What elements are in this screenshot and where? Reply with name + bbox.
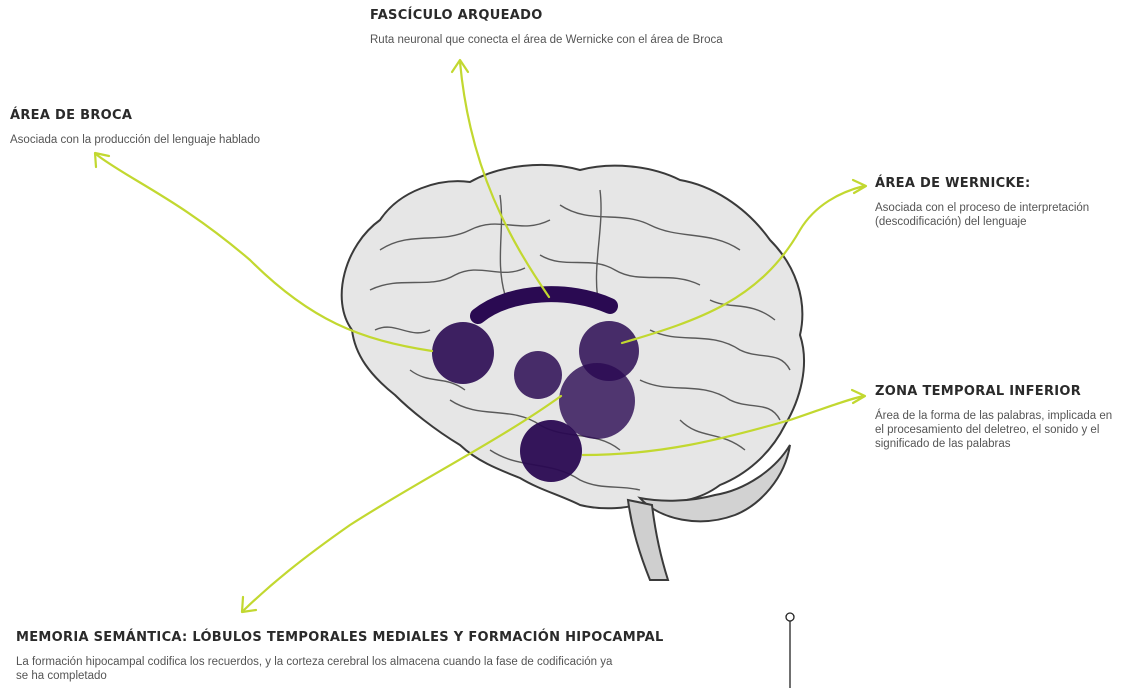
label-temporal: ZONA TEMPORAL INFERIOR Área de la forma …	[875, 384, 1115, 451]
temporal-text: Área de la forma de las palabras, implic…	[875, 409, 1115, 451]
label-fasciculo: FASCÍCULO ARQUEADO Ruta neuronal que con…	[370, 8, 790, 47]
wernicke-title: ÁREA DE WERNICKE:	[875, 176, 1137, 191]
label-wernicke: ÁREA DE WERNICKE: Asociada con el proces…	[875, 176, 1137, 229]
fasciculo-text: Ruta neuronal que conecta el área de Wer…	[370, 33, 790, 47]
label-memoria: MEMORIA SEMÁNTICA: LÓBULOS TEMPORALES ME…	[16, 630, 716, 683]
broca-title: ÁREA DE BROCA	[10, 108, 330, 123]
arrow-memoria	[242, 396, 561, 612]
inferior-temporal-marker	[520, 420, 582, 482]
broca-marker	[432, 322, 494, 384]
memoria-title: MEMORIA SEMÁNTICA: LÓBULOS TEMPORALES ME…	[16, 630, 716, 645]
wernicke-text: Asociada con el proceso de interpretació…	[875, 201, 1137, 229]
semantic-memory-marker	[514, 351, 562, 399]
memoria-text: La formación hipocampal codifica los rec…	[16, 655, 626, 683]
broca-text: Asociada con la producción del lenguaje …	[10, 133, 330, 147]
label-broca: ÁREA DE BROCA Asociada con la producción…	[10, 108, 330, 147]
pin-icon	[786, 613, 794, 688]
fasciculo-title: FASCÍCULO ARQUEADO	[370, 8, 790, 23]
temporal-title: ZONA TEMPORAL INFERIOR	[875, 384, 1115, 399]
